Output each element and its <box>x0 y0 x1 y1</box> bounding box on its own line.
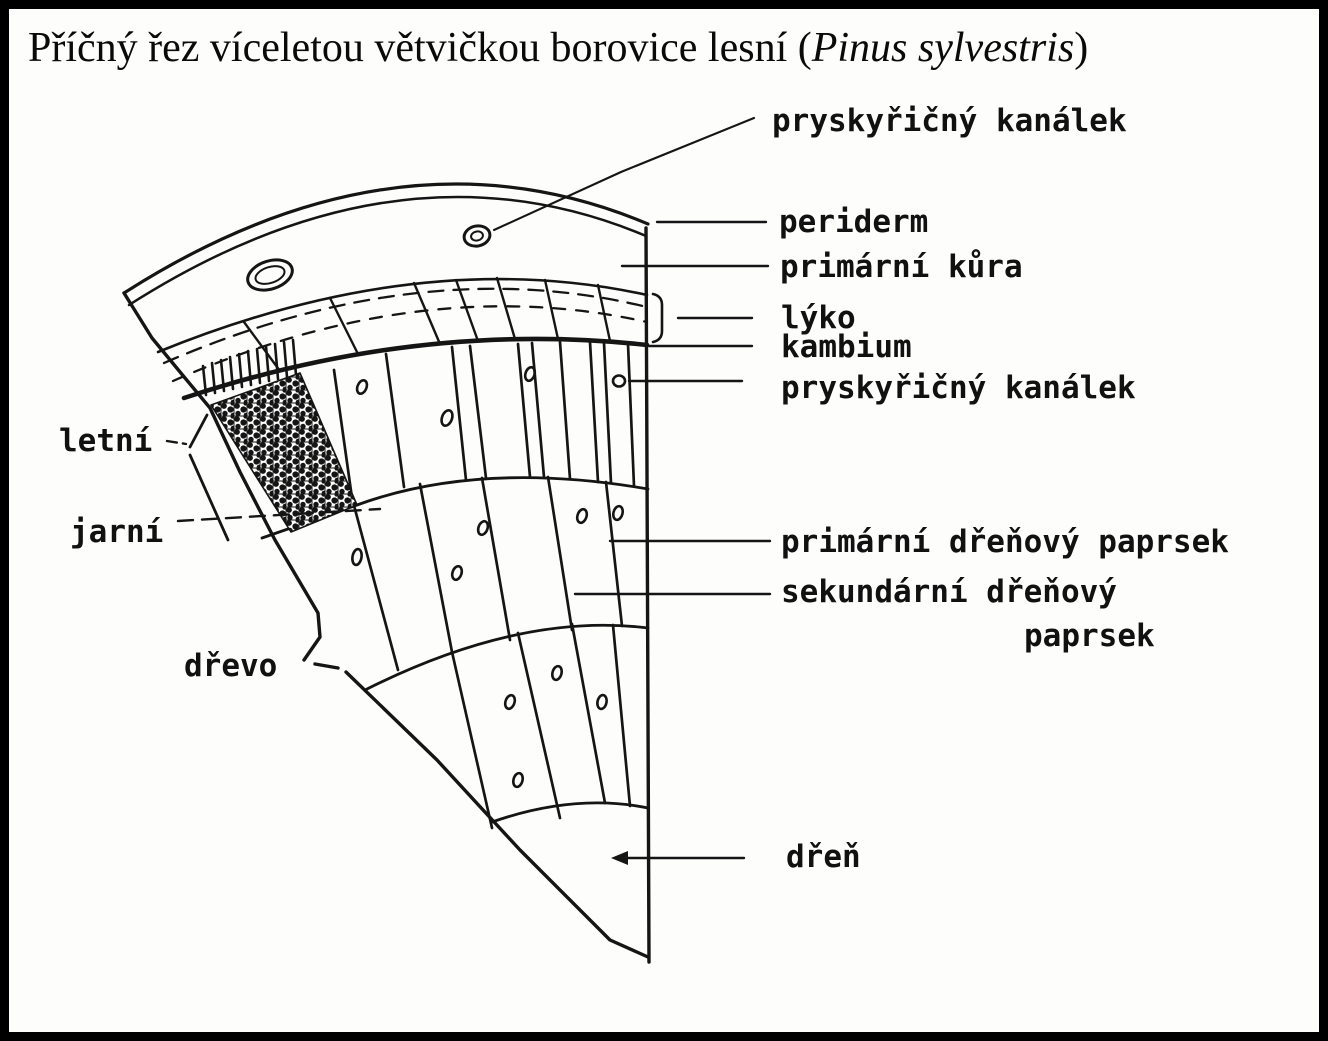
title-closing: ) <box>1074 25 1089 71</box>
pith-arrowhead <box>611 851 628 865</box>
label-primary-ray: primární dřeňový paprsek <box>781 524 1229 560</box>
label-periderm: periderm <box>779 204 929 240</box>
leader-lines <box>165 116 772 865</box>
leader-summer-wood <box>165 439 188 446</box>
phloem-band <box>156 276 649 397</box>
title-species-italic: Pinus sylvestris <box>811 25 1075 71</box>
leader-resin-canal-cortex <box>492 116 756 232</box>
wood-ray-lines <box>332 340 636 830</box>
label-secondary-ray-line2: paprsek <box>1024 618 1155 654</box>
leader-spring-wood <box>176 507 382 523</box>
phloem-extent-bracket <box>651 292 664 344</box>
label-resin-canal-cortex: pryskyřičný kanálek <box>772 103 1127 139</box>
phloem-ray-divisions <box>242 276 612 373</box>
cortex-resin-canals <box>246 224 492 292</box>
annual-ring-arcs <box>260 476 650 824</box>
label-resin-canal-wood: pryskyřičný kanálek <box>781 370 1136 406</box>
label-phloem: lýko <box>781 300 856 336</box>
cambium-line <box>181 336 650 401</box>
label-wood: dřevo <box>184 648 278 684</box>
label-summer-wood: letní <box>59 423 153 459</box>
label-spring-wood: jarní <box>70 514 164 550</box>
summer-wood-chevron <box>188 413 230 542</box>
label-pith: dřeň <box>786 839 861 875</box>
label-primary-cortex: primární kůra <box>780 249 1023 285</box>
label-cambium: kambium <box>781 329 912 365</box>
summer-wood-stipple <box>210 372 358 533</box>
title-main: Příčný řez víceletou větvičkou borovice … <box>28 25 812 71</box>
label-secondary-ray-line1: sekundární dřeňový <box>781 574 1117 610</box>
figure-title: Příčný řez víceletou větvičkou borovice … <box>28 24 1308 72</box>
periderm-band <box>122 182 650 307</box>
wood-resin-canals <box>351 365 627 789</box>
